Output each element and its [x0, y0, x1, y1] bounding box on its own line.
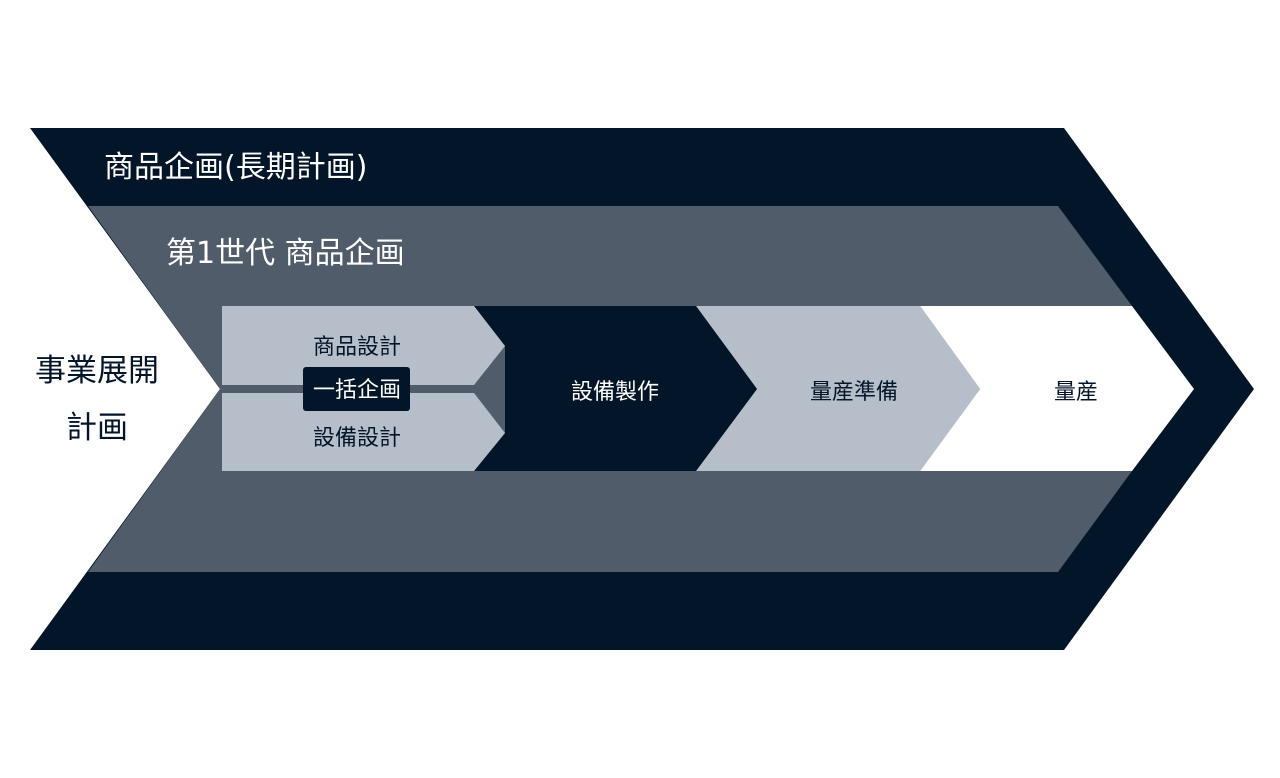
equipment-design-label: 設備設計 [313, 426, 401, 451]
equipment-build-label: 設備製作 [571, 380, 659, 405]
mass-prep-step [696, 306, 980, 471]
left-label-line1: 事業展開 [35, 353, 159, 389]
product-design-step [222, 306, 505, 385]
product-design-label: 商品設計 [313, 335, 401, 360]
bulk-planning-badge [303, 367, 410, 411]
mass-production-step [920, 306, 1194, 471]
equipment-design-step [222, 393, 505, 471]
bulk-planning-label: 一括企画 [313, 378, 401, 403]
outer-band-label: 商品企画(長期計画) [104, 150, 367, 185]
equipment-build-step [474, 306, 757, 471]
mass-prep-label: 量産準備 [810, 380, 898, 405]
left-label-line2: 計画 [66, 410, 128, 446]
generation-band-label: 第1世代 商品企画 [166, 236, 405, 271]
mass-production-label: 量産 [1054, 380, 1098, 405]
